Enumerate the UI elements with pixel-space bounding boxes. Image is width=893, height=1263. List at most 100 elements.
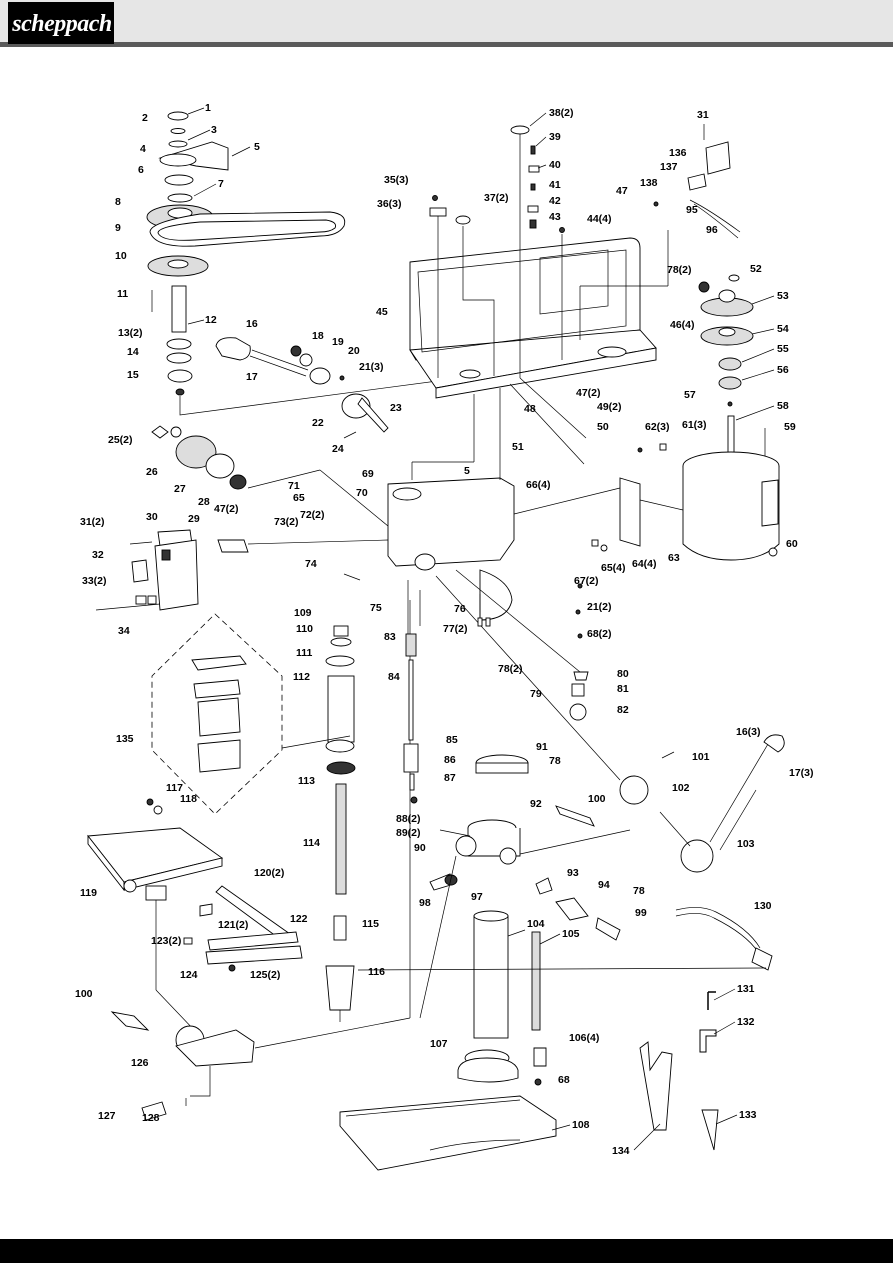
label-136: 136 xyxy=(669,147,687,159)
page-header: scheppach xyxy=(0,0,893,47)
label-134: 134 xyxy=(612,1145,630,1157)
label-78-2-b: 78(2) xyxy=(667,264,692,276)
label-95: 95 xyxy=(686,204,698,216)
label-69: 69 xyxy=(362,468,374,480)
label-85: 85 xyxy=(446,734,458,746)
label-31-2: 31(2) xyxy=(80,516,105,528)
label-27: 27 xyxy=(174,483,186,495)
label-123-2: 123(2) xyxy=(151,935,181,947)
work-table xyxy=(87,798,303,1121)
label-130: 130 xyxy=(754,900,772,912)
label-54: 54 xyxy=(777,323,789,335)
quill-spindle xyxy=(254,600,419,1049)
label-6: 6 xyxy=(138,164,144,176)
label-33-2: 33(2) xyxy=(82,575,107,587)
label-138: 138 xyxy=(640,177,658,189)
label-66-4: 66(4) xyxy=(526,479,551,491)
label-15: 15 xyxy=(127,369,139,381)
label-114: 114 xyxy=(303,837,320,849)
label-117: 117 xyxy=(166,782,183,794)
feed-handles xyxy=(619,734,785,873)
label-70: 70 xyxy=(356,487,368,499)
label-88-2: 88(2) xyxy=(396,813,421,825)
label-19: 19 xyxy=(332,336,344,348)
label-99: 99 xyxy=(635,907,647,919)
label-109: 109 xyxy=(294,607,312,619)
label-118: 118 xyxy=(180,793,197,805)
label-87: 87 xyxy=(444,772,456,784)
label-132: 132 xyxy=(737,1016,755,1028)
label-113: 113 xyxy=(298,775,315,787)
switch-box xyxy=(95,529,249,611)
label-39: 39 xyxy=(549,131,561,143)
label-65-4: 65(4) xyxy=(601,562,626,574)
label-104: 104 xyxy=(527,918,545,930)
label-72-2: 72(2) xyxy=(300,509,325,521)
label-51: 51 xyxy=(512,441,524,453)
label-29: 29 xyxy=(188,513,200,525)
label-75: 75 xyxy=(370,602,382,614)
column-and-base xyxy=(339,754,621,1171)
label-38-2: 38(2) xyxy=(549,107,574,119)
label-35-3: 35(3) xyxy=(384,174,409,186)
label-77-2: 77(2) xyxy=(443,623,468,635)
label-31: 31 xyxy=(697,109,709,121)
label-102: 102 xyxy=(672,782,690,794)
label-47: 47 xyxy=(616,185,628,197)
label-32: 32 xyxy=(92,549,104,561)
label-81: 81 xyxy=(617,683,629,695)
label-44-4: 44(4) xyxy=(587,213,612,225)
label-52: 52 xyxy=(750,263,762,275)
label-83: 83 xyxy=(384,631,396,643)
label-62-3: 62(3) xyxy=(645,421,670,433)
label-74: 74 xyxy=(305,558,317,570)
label-45: 45 xyxy=(376,306,388,318)
label-65: 65 xyxy=(293,492,305,504)
label-119: 119 xyxy=(80,887,97,899)
label-106-4: 106(4) xyxy=(569,1032,599,1044)
label-17: 17 xyxy=(246,371,258,383)
label-47-2-a: 47(2) xyxy=(576,387,601,399)
label-61-3: 61(3) xyxy=(682,419,707,431)
label-50: 50 xyxy=(597,421,609,433)
label-14: 14 xyxy=(127,346,139,358)
label-34: 34 xyxy=(118,625,130,637)
label-55: 55 xyxy=(777,343,789,355)
label-86: 86 xyxy=(444,754,456,766)
label-76: 76 xyxy=(454,603,466,615)
label-9: 9 xyxy=(115,222,121,234)
label-90: 90 xyxy=(414,842,426,854)
label-98: 98 xyxy=(419,897,431,909)
label-91: 91 xyxy=(536,741,548,753)
brand-logo-text: scheppach xyxy=(12,11,112,37)
label-3: 3 xyxy=(211,124,217,136)
label-125-2: 125(2) xyxy=(250,969,280,981)
label-16-3: 16(3) xyxy=(736,726,761,738)
label-97: 97 xyxy=(471,891,483,903)
label-94: 94 xyxy=(598,879,610,891)
feed-shaft-assembly xyxy=(151,337,389,490)
label-42: 42 xyxy=(549,195,561,207)
label-135: 135 xyxy=(116,733,134,745)
label-16: 16 xyxy=(246,318,258,330)
label-12: 12 xyxy=(205,314,217,326)
label-128: 128 xyxy=(142,1112,160,1124)
label-105: 105 xyxy=(562,928,580,940)
label-133: 133 xyxy=(739,1109,757,1121)
drill-head xyxy=(343,477,621,781)
label-107: 107 xyxy=(430,1038,448,1050)
label-20: 20 xyxy=(348,345,360,357)
spindle-pulley-assembly xyxy=(146,111,461,416)
label-63: 63 xyxy=(668,552,680,564)
label-25-2: 25(2) xyxy=(108,434,133,446)
label-78-2-a: 78(2) xyxy=(498,663,523,675)
label-121-2: 121(2) xyxy=(218,919,248,931)
label-17-3: 17(3) xyxy=(789,767,814,779)
label-110: 110 xyxy=(296,623,313,635)
label-1: 1 xyxy=(205,102,211,114)
label-71: 71 xyxy=(288,480,300,492)
label-101: 101 xyxy=(692,751,710,763)
label-116: 116 xyxy=(368,966,385,978)
label-46-4: 46(4) xyxy=(670,319,695,331)
power-cord xyxy=(675,907,773,971)
